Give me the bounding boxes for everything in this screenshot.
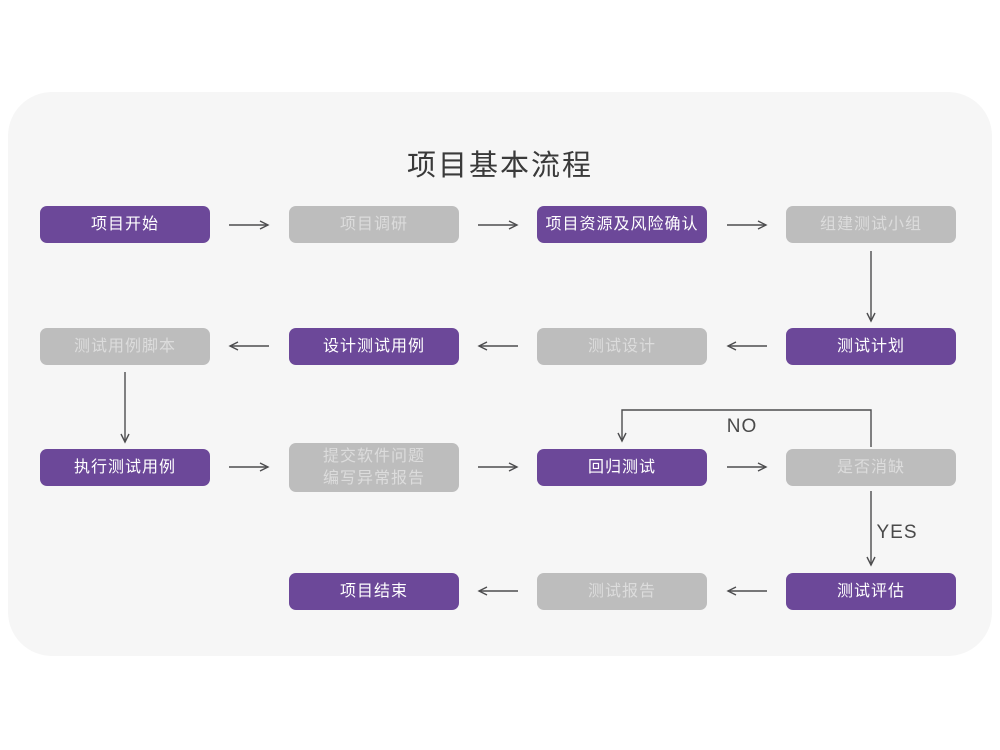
node-test-case-script: 测试用例脚本 [40, 328, 210, 365]
edge-label-yes: YES [876, 522, 918, 543]
flowchart-card [8, 92, 992, 656]
node-project-research: 项目调研 [289, 206, 459, 243]
node-form-test-team: 组建测试小组 [786, 206, 956, 243]
node-execute-test-cases: 执行测试用例 [40, 449, 210, 486]
page-title: 项目基本流程 [406, 150, 593, 182]
node-test-report: 测试报告 [537, 573, 707, 610]
edge-label-no: NO [726, 416, 758, 437]
node-project-start: 项目开始 [40, 206, 210, 243]
node-test-evaluation: 测试评估 [786, 573, 956, 610]
node-design-test-cases: 设计测试用例 [289, 328, 459, 365]
node-test-plan: 测试计划 [786, 328, 956, 365]
node-test-design: 测试设计 [537, 328, 707, 365]
node-submit-issues-report: 提交软件问题 编写异常报告 [289, 443, 459, 492]
node-defect-cleared: 是否消缺 [786, 449, 956, 486]
node-project-end: 项目结束 [289, 573, 459, 610]
node-resources-risk-confirm: 项目资源及风险确认 [537, 206, 707, 243]
node-regression-test: 回归测试 [537, 449, 707, 486]
